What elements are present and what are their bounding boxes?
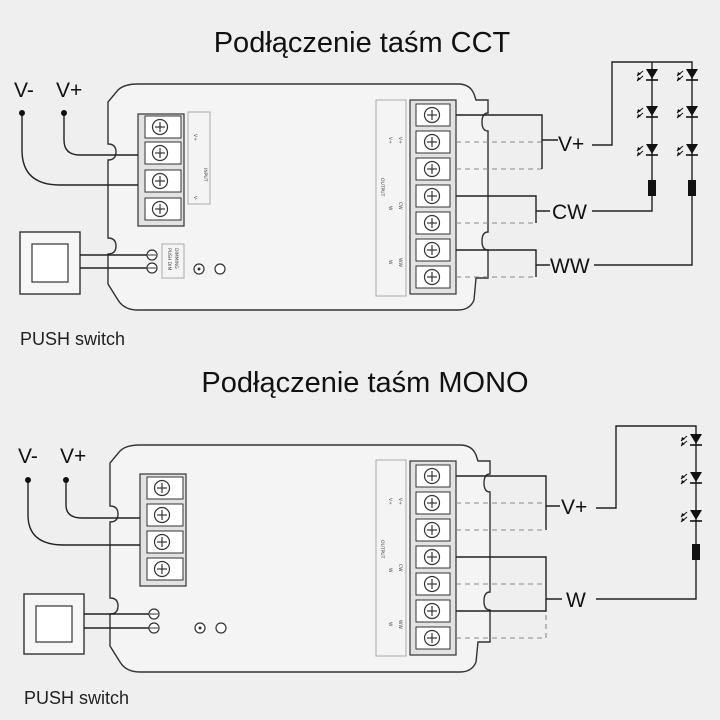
cct-out-vplus-2: V+ (397, 137, 403, 144)
cct-out-cw: CW (397, 202, 403, 210)
cct-dimming-legend-strip (161, 243, 185, 279)
cct-push-switch-label: PUSH switch (20, 329, 125, 349)
cct-resistor-cw (648, 180, 656, 196)
cct-button-hole (214, 263, 226, 275)
mono-vplus-bus (596, 425, 697, 509)
cct-vminus-wire (21, 113, 138, 186)
cct-out-vplus-1: V+ (387, 137, 393, 144)
cct-ww-strip-wire (594, 196, 693, 266)
mono-vplus-output-label: V+ (561, 496, 587, 519)
mono-w-label: W (566, 589, 586, 612)
mono-push-switch-label: PUSH switch (24, 688, 129, 708)
mono-output-legend-strip (375, 459, 407, 657)
cct-output-legend: OUTPUT (379, 178, 385, 197)
mono-out-vplus-2: V+ (397, 498, 403, 505)
mono-input-terminals (146, 476, 184, 581)
mono-output-terminals (415, 464, 451, 650)
cct-push-dim-legend: PUSH DIM (166, 248, 172, 270)
mono-push-switch-button (35, 605, 73, 643)
cct-push-switch-button (31, 243, 69, 283)
cct-out-w-1: W (387, 206, 393, 211)
cct-controller-body (107, 83, 489, 311)
mono-vminus-wire (27, 480, 140, 546)
mono-out-w-1: W (387, 568, 393, 573)
mono-input-vplus-label: V+ (60, 445, 86, 468)
cct-dimming-legend: DIMMING (173, 248, 179, 269)
cct-vplus-bus (592, 61, 693, 146)
cct-input-vplus-legend: V+ (192, 134, 198, 141)
cct-ww-wire (456, 249, 550, 266)
mono-controller-body (109, 444, 491, 673)
mono-output-legend: OUTPUT (379, 540, 385, 559)
cct-cw-strip-wire (592, 196, 653, 212)
mono-out-w-2: W (387, 622, 393, 627)
mono-vplus-output-wire (456, 475, 560, 507)
cct-output-legend-strip (375, 99, 407, 297)
cct-led-strip-cw (636, 68, 659, 196)
cct-out-ww: WW (397, 258, 403, 267)
mono-input-vminus-label: V- (18, 445, 38, 468)
cct-vplus-output-wire-1 (456, 114, 558, 141)
cct-input-terminals (144, 115, 182, 221)
cct-input-legend-strip (187, 111, 211, 205)
cct-resistor-ww (688, 180, 696, 196)
cct-cw-label: CW (552, 201, 587, 224)
cct-vplus-output-label: V+ (558, 133, 584, 156)
mono-resistor (692, 544, 700, 560)
cct-section: Podłączenie taśm CCT V- V+ INPUT V+ V- (14, 27, 699, 349)
cct-cw-wire (456, 195, 550, 212)
mono-out-cw: CW (397, 564, 403, 572)
mono-vplus-wire (65, 480, 140, 519)
mono-w-wire (456, 556, 562, 600)
cct-input-legend: INPUT (202, 168, 208, 182)
mono-w-strip-wire (596, 560, 697, 600)
cct-out-w-2: W (387, 260, 393, 265)
cct-vplus-wire (63, 113, 138, 156)
mono-out-ww: WW (397, 620, 403, 629)
cct-led-strip-ww (676, 68, 699, 196)
mono-section: Podłączenie taśm MONO V- V+ OUTPUT V+ V+… (18, 367, 703, 708)
cct-ww-label: WW (550, 255, 590, 278)
mono-button-hole (215, 622, 227, 634)
cct-input-vminus-label: V- (14, 79, 34, 102)
mono-out-vplus-1: V+ (387, 498, 393, 505)
cct-title: Podłączenie taśm CCT (214, 27, 511, 59)
mono-led-strip (680, 433, 703, 560)
mono-title: Podłączenie taśm MONO (201, 367, 528, 399)
cct-output-terminals (415, 103, 451, 289)
cct-input-vminus-legend: V- (192, 196, 198, 201)
cct-input-vplus-label: V+ (56, 79, 82, 102)
